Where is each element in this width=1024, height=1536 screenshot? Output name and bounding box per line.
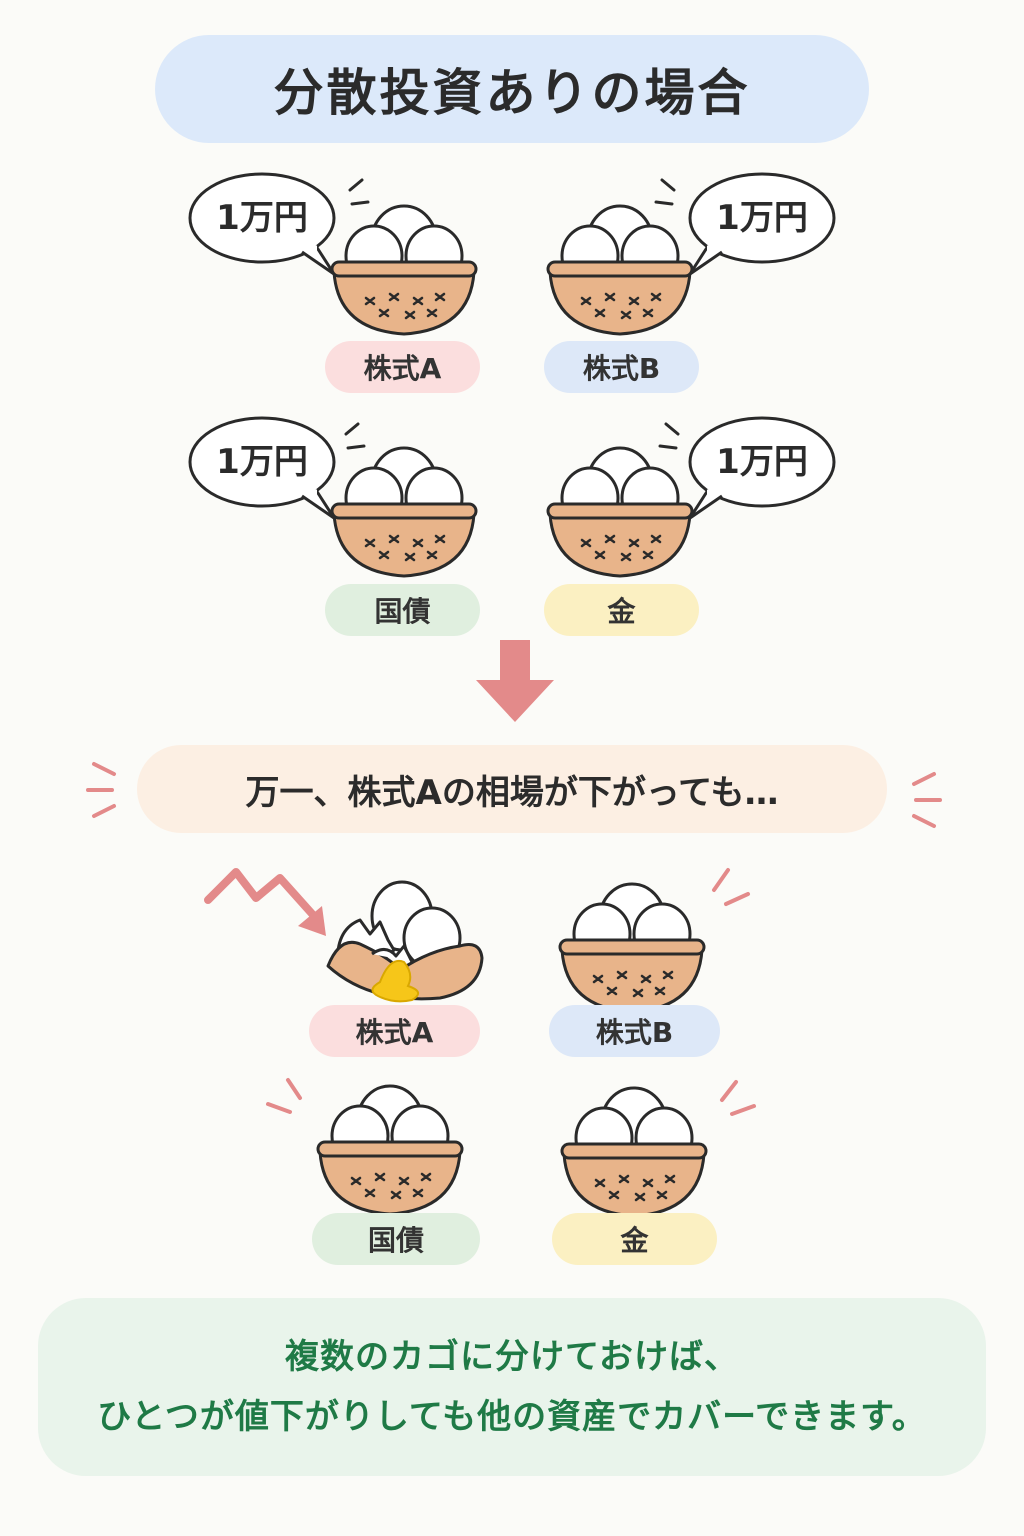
title-banner: 分散投資ありの場合 bbox=[155, 35, 869, 143]
basket-stock-b-bottom bbox=[558, 882, 706, 1014]
top-baskets-illustration bbox=[0, 0, 1024, 578]
bubble-amount-stock-a: 1万円 bbox=[216, 198, 308, 238]
page-title: 分散投資ありの場合 bbox=[273, 64, 751, 122]
condition-text: 万一、株式Aの相場が下がっても… bbox=[245, 772, 779, 813]
label-stock-b: 株式B bbox=[544, 341, 699, 393]
broken-basket-stock-a bbox=[326, 880, 484, 1003]
bubble-amount-stock-b: 1万円 bbox=[716, 198, 808, 238]
summary-line-1: 複数のカゴに分けておけば、 bbox=[285, 1337, 739, 1377]
label-gold-bottom: 金 bbox=[552, 1213, 717, 1265]
basket-stock-a bbox=[330, 204, 478, 336]
label-stock-a-bottom: 株式A bbox=[309, 1005, 480, 1057]
price-drop-arrow-icon bbox=[204, 868, 326, 936]
label-bond: 国債 bbox=[325, 584, 480, 636]
summary-line-2: ひとつが値下がりしても他の資産でカバーできます。 bbox=[97, 1397, 927, 1437]
emphasis-lines-right-icon bbox=[912, 772, 942, 828]
bottom-baskets-illustration bbox=[204, 868, 756, 1218]
bubble-amount-gold: 1万円 bbox=[716, 442, 808, 482]
label-bond-bottom: 国債 bbox=[312, 1213, 480, 1265]
emphasis-lines-left-icon bbox=[86, 762, 116, 818]
label-stock-b-bottom: 株式B bbox=[549, 1005, 720, 1057]
emphasis-ticks-icon bbox=[266, 868, 756, 1116]
bubble-amount-bond: 1万円 bbox=[216, 442, 308, 482]
condition-banner: 万一、株式Aの相場が下がっても… bbox=[137, 745, 887, 833]
label-gold: 金 bbox=[544, 584, 699, 636]
sparkle-lines-icon bbox=[344, 178, 680, 450]
basket-stock-b bbox=[546, 204, 694, 336]
basket-gold-bottom bbox=[560, 1086, 708, 1218]
basket-gold bbox=[546, 446, 694, 578]
basket-bond-bottom bbox=[316, 1084, 464, 1216]
label-stock-a: 株式A bbox=[325, 341, 480, 393]
summary-box: 複数のカゴに分けておけば、 ひとつが値下がりしても他の資産でカバーできます。 bbox=[38, 1298, 986, 1476]
down-arrow-icon bbox=[476, 640, 554, 722]
basket-bond bbox=[330, 446, 478, 578]
